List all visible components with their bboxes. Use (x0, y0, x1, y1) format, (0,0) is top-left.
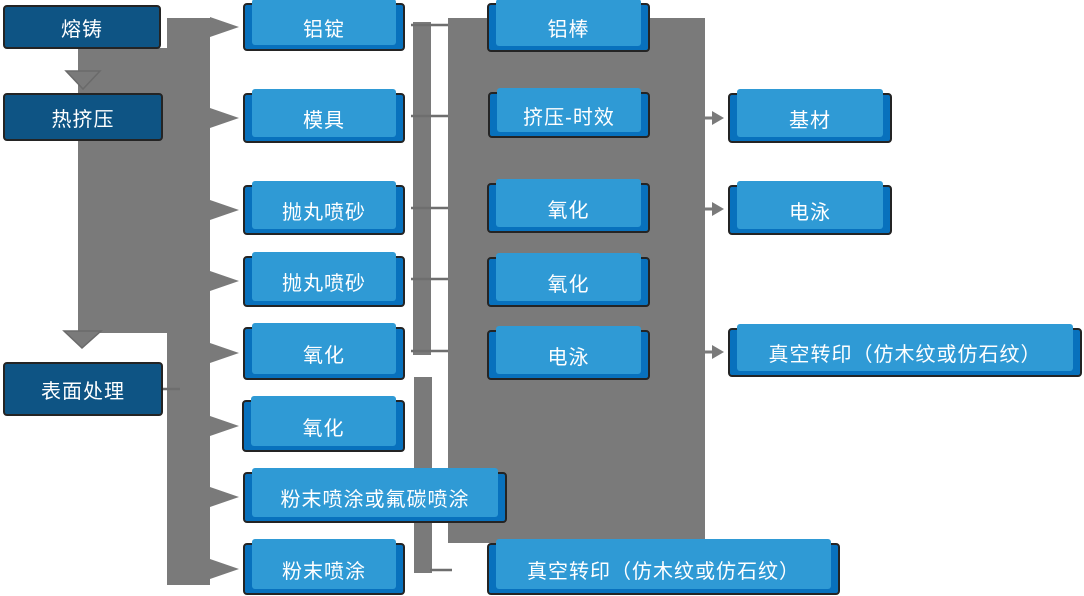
node-label: 铝锭 (303, 18, 345, 41)
node-oxidation-a1: 氧化 (243, 323, 405, 380)
node-label: 氧化 (547, 199, 590, 222)
node-die: 模具 (243, 89, 405, 143)
node-electrophoresis-final: 电泳 (728, 181, 892, 235)
arrowhead-icon (210, 416, 239, 436)
node-vacuum-transfer-right: 真空转印（仿木纹或仿石纹） (728, 324, 1082, 377)
wide-block-left (78, 48, 177, 333)
node-label: 热挤压 (51, 108, 115, 131)
arrowhead-icon (712, 345, 724, 359)
node-powder-or-fluorocarbon-spray: 粉末喷涂或氟碳喷涂 (243, 468, 507, 523)
node-oxidation-a2: 氧化 (242, 396, 405, 452)
arrowhead-icon (210, 200, 239, 220)
node-label: 模具 (303, 109, 345, 132)
arrowhead-icon (210, 559, 239, 579)
down-arrow-icon (62, 330, 103, 350)
node-label: 抛丸喷砂 (282, 201, 366, 224)
node-label: 氧化 (547, 273, 590, 296)
node-oxidation-b1: 氧化 (487, 179, 650, 233)
node-surface-treatment: 表面处理 (3, 362, 163, 416)
arrowhead-icon (210, 271, 239, 291)
tie-lines (411, 23, 452, 572)
node-aluminum-rod: 铝棒 (487, 0, 650, 52)
collector-bar-top (413, 22, 431, 355)
node-label: 电泳 (547, 346, 590, 369)
node-shot-blast-sandblast-1: 抛丸喷砂 (243, 181, 405, 235)
arrowhead-icon (210, 108, 239, 128)
node-shot-blast-sandblast-2: 抛丸喷砂 (243, 252, 405, 307)
node-vacuum-transfer-bottom: 真空转印（仿木纹或仿石纹） (487, 539, 840, 595)
node-label: 粉末喷涂 (282, 560, 366, 583)
node-oxidation-b2: 氧化 (487, 253, 650, 307)
node-label: 电泳 (789, 201, 831, 224)
node-label: 表面处理 (41, 380, 125, 403)
arrowhead-icon (712, 111, 724, 125)
output-arrows (703, 111, 724, 359)
node-hot-extrusion: 热挤压 (3, 93, 163, 141)
node-label: 熔铸 (61, 18, 103, 41)
node-label: 抛丸喷砂 (282, 273, 366, 295)
arrowhead-icon (210, 487, 239, 507)
down-arrow-icon (64, 70, 102, 91)
arrowhead-icon (210, 17, 239, 37)
node-label: 氧化 (303, 345, 345, 367)
node-base-material: 基材 (728, 89, 892, 143)
node-label: 真空转印（仿木纹或仿石纹） (527, 560, 800, 583)
node-label: 真空转印（仿木纹或仿石纹） (768, 344, 1042, 366)
node-powder-spray: 粉末喷涂 (243, 539, 405, 595)
node-aluminum-ingot: 铝锭 (243, 0, 405, 51)
arrowhead-icon (210, 343, 239, 363)
node-label: 挤压-时效 (523, 106, 615, 129)
node-melting-casting: 熔铸 (3, 5, 161, 49)
node-extrusion-aging: 挤压-时效 (488, 88, 650, 138)
node-label: 粉末喷涂或氟碳喷涂 (280, 489, 470, 511)
node-electrophoresis-mid: 电泳 (487, 326, 650, 380)
arrowhead-icon (712, 202, 724, 216)
node-label: 铝棒 (547, 19, 590, 41)
right-arrowheads (210, 17, 239, 579)
node-label: 氧化 (302, 417, 345, 440)
node-label: 基材 (789, 109, 831, 132)
